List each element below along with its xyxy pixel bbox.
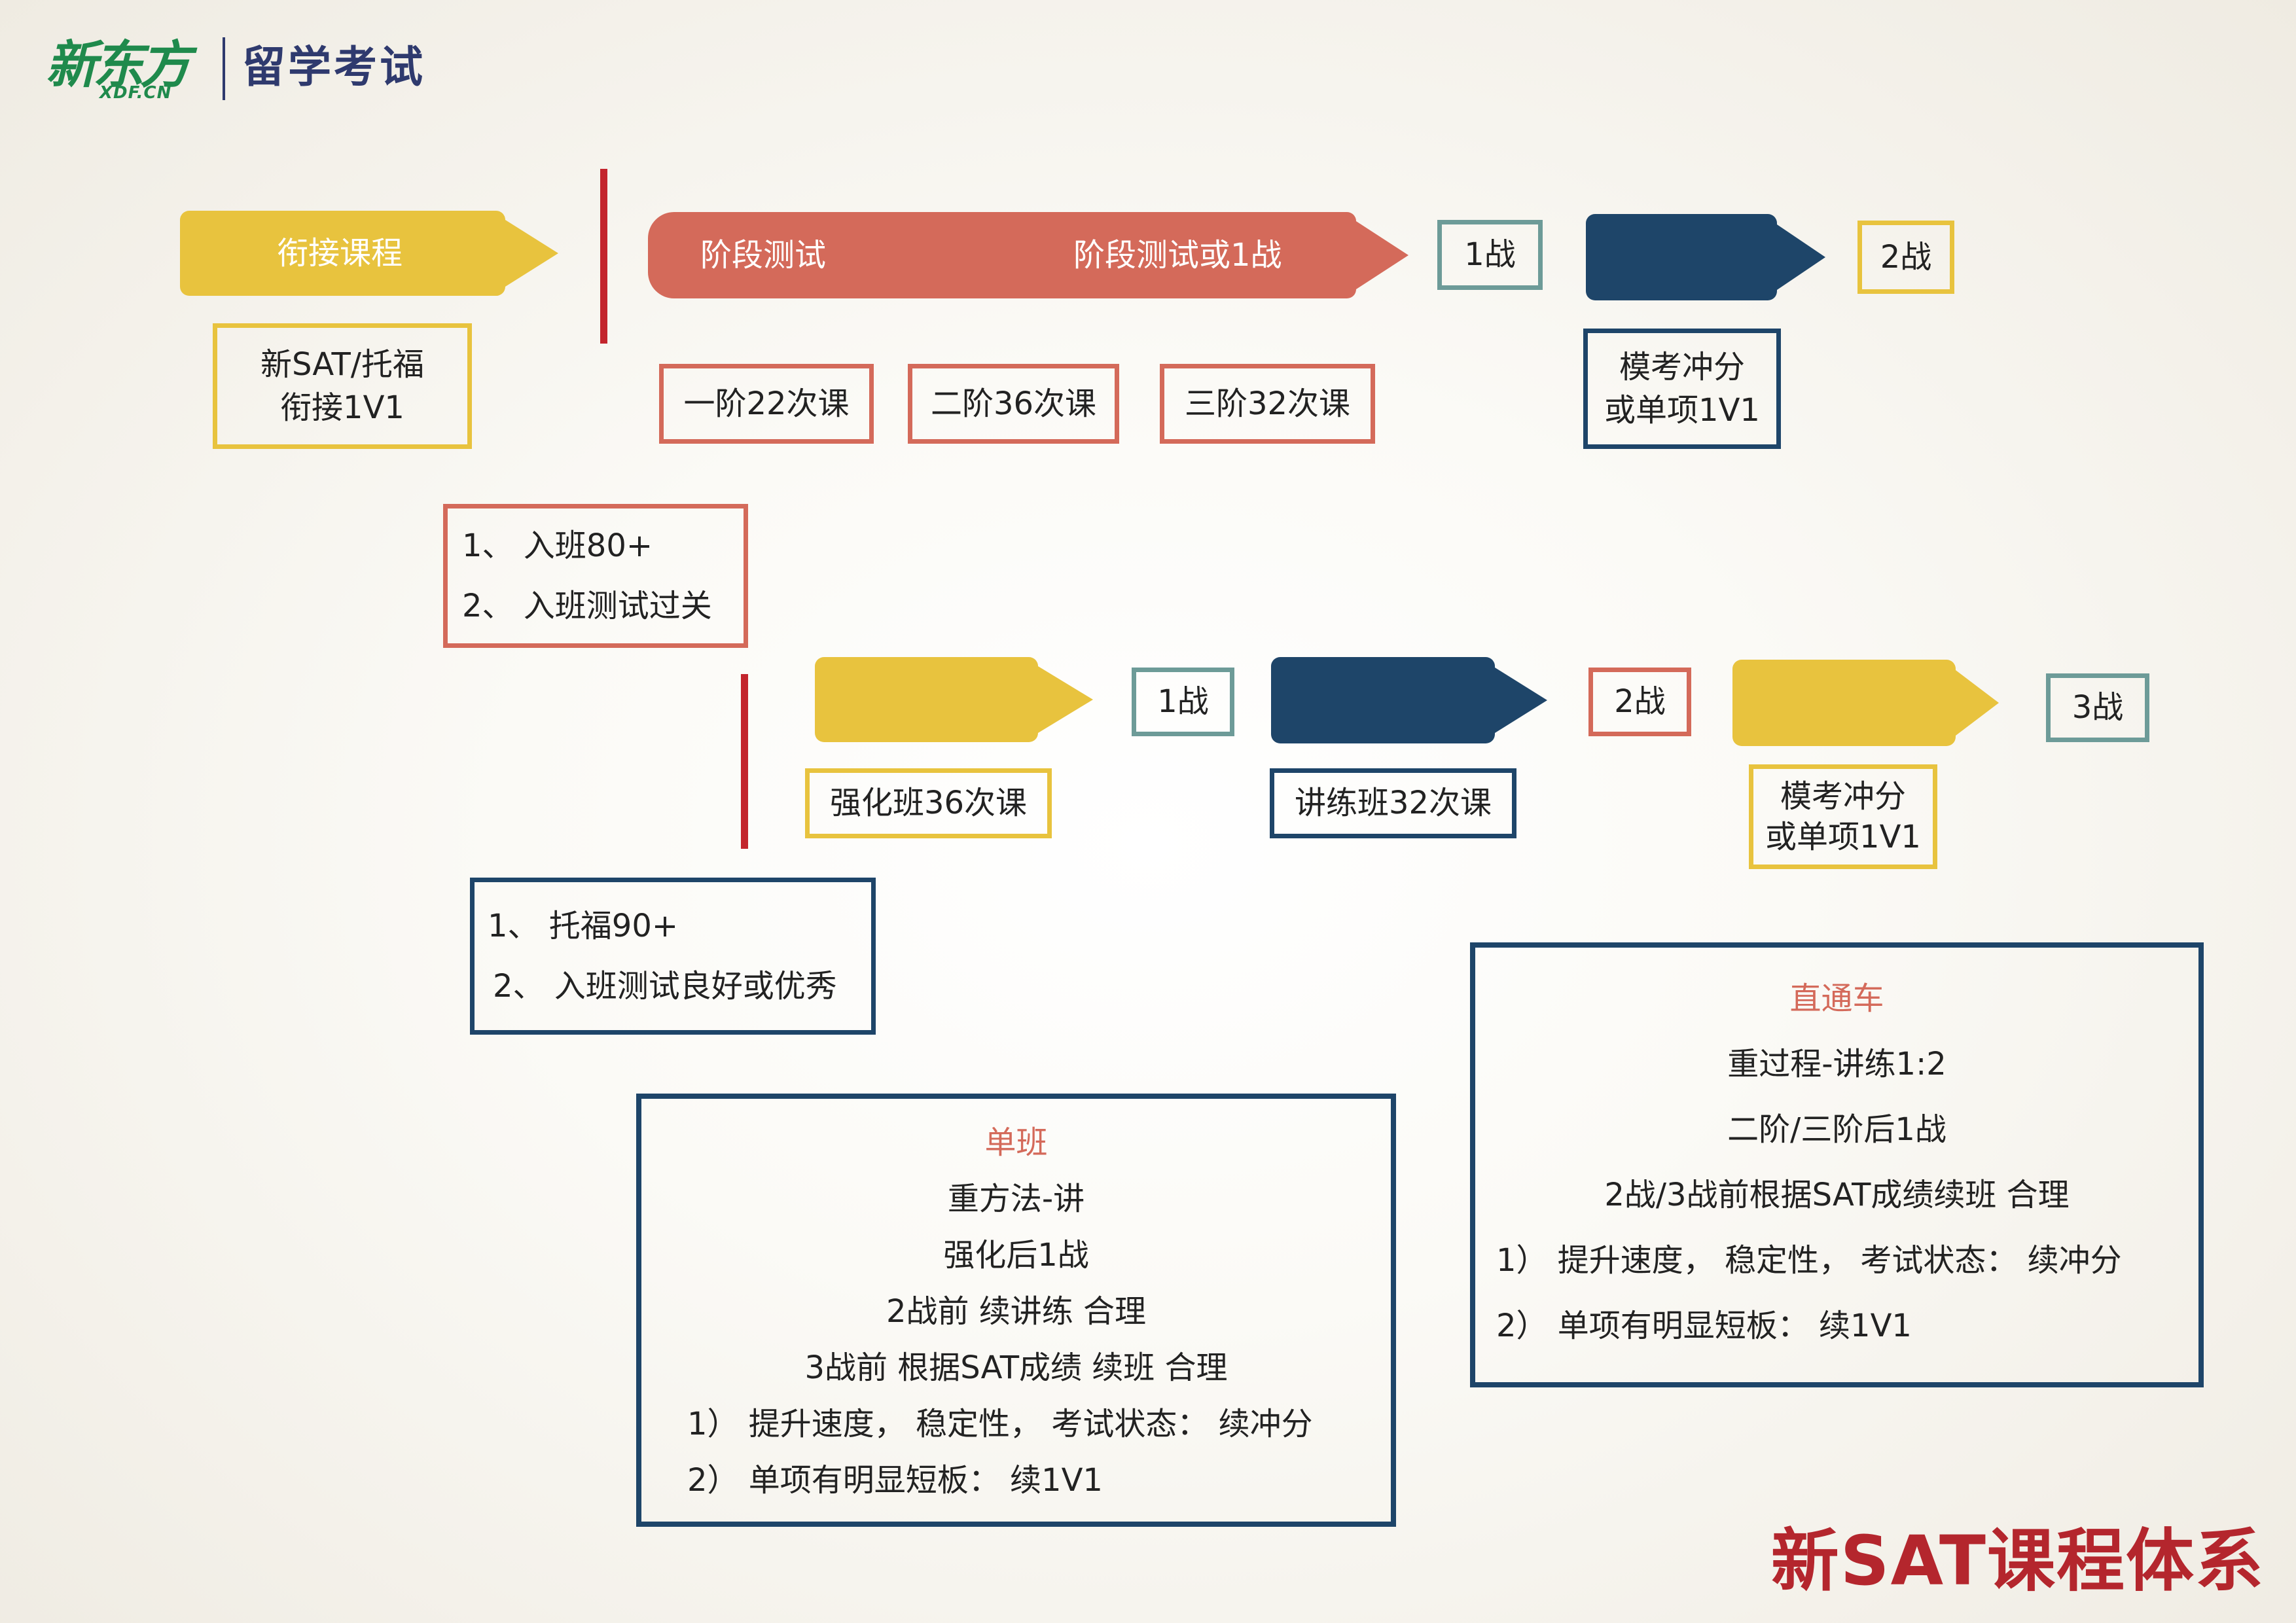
- stage-test-pencil: 阶段测试 阶段测试或1战: [648, 212, 1408, 298]
- stage1-box: 一阶22次课: [659, 364, 874, 444]
- stage-test-label: 阶段测试: [700, 237, 827, 274]
- single-class-line-2: 强化后1战: [943, 1237, 1089, 1274]
- stage3-box: 三阶32次课: [1160, 364, 1375, 444]
- logo-division-text: 留学考试: [242, 42, 425, 92]
- bridge-1v1-box: 新SAT/托福衔接1V1: [213, 323, 472, 449]
- single-class-panel: 单班 重方法-讲 强化后1战 2战前 续讲练 合理 3战前 根据SAT成绩 续班…: [636, 1094, 1396, 1527]
- row2-mock-box: 模考冲分或单项1V1: [1749, 764, 1937, 869]
- intensive-class-box: 强化班36次课: [805, 768, 1052, 838]
- row1-attempt2-label: 2战: [1880, 238, 1932, 276]
- single-class-line-4: 3战前 根据SAT成绩 续班 合理: [804, 1349, 1228, 1386]
- intensive-class-label: 强化班36次课: [829, 785, 1028, 822]
- single-class-sub-1: 1） 提升速度， 稳定性， 考试状态： 续冲分: [687, 1406, 1313, 1442]
- stage1-label: 一阶22次课: [683, 385, 850, 422]
- bridge-box-line-1: 新SAT/托福: [260, 346, 424, 383]
- express-sub-2: 2） 单项有明显短板： 续1V1: [1496, 1308, 1912, 1344]
- bridge-course-label: 衔接课程: [277, 235, 403, 272]
- xdf-logo-mark: 新东方 XDF.CN: [46, 29, 196, 108]
- entry1-line-1: 1、 入班80+: [462, 527, 653, 564]
- row2-attempt3-label: 3战: [2072, 689, 2124, 726]
- bridge-box-line-2: 衔接1V1: [280, 389, 404, 426]
- divider-line-row2: [741, 674, 748, 849]
- stage3-label: 三阶32次课: [1184, 385, 1351, 422]
- express-line-2: 二阶/三阶后1战: [1727, 1111, 1946, 1148]
- row1-mock-line-2: 或单项1V1: [1604, 392, 1760, 429]
- divider-line-row1: [600, 169, 607, 344]
- logo-brand-text: 新东方: [46, 36, 191, 95]
- single-class-line-3: 2战前 续讲练 合理: [886, 1293, 1147, 1330]
- mock-pencil-row1: [1586, 214, 1825, 300]
- practice-class-box: 讲练班32次课: [1270, 768, 1516, 838]
- row1-attempt1-label: 1战: [1464, 236, 1516, 274]
- row1-attempt2-box: 2战: [1857, 221, 1954, 294]
- intensive-pencil: [815, 657, 1093, 742]
- entry2-line-2: 2、 入班测试良好或优秀: [493, 968, 837, 1005]
- mock-pencil-row2: [1732, 660, 2016, 746]
- entry-requirements-standard: 1、 入班80+ 2、 入班测试过关: [443, 504, 748, 648]
- logo-divider: [223, 37, 225, 100]
- entry1-line-2: 2、 入班测试过关: [462, 588, 712, 624]
- single-class-sub-2: 2） 单项有明显短板： 续1V1: [687, 1462, 1103, 1499]
- bridge-course-pencil: 衔接课程: [180, 211, 558, 296]
- single-class-line-1: 重方法-讲: [947, 1181, 1085, 1217]
- entry-requirements-advanced: 1、 托福90+ 2、 入班测试良好或优秀: [470, 878, 876, 1035]
- row2-attempt2-label: 2战: [1614, 683, 1666, 721]
- row1-mock-box: 模考冲分或单项1V1: [1583, 329, 1781, 449]
- row2-mock-line-1: 模考冲分: [1780, 777, 1906, 815]
- row1-mock-line-1: 模考冲分: [1619, 348, 1745, 385]
- row2-attempt1-box: 1战: [1132, 668, 1234, 736]
- stage2-label: 二阶36次课: [930, 385, 1097, 422]
- row2-mock-line-2: 或单项1V1: [1765, 819, 1921, 855]
- page-footer-title: 新SAT课程体系: [1770, 1521, 2265, 1601]
- single-class-title: 单班: [984, 1124, 1048, 1161]
- stage2-box: 二阶36次课: [908, 364, 1119, 444]
- express-line-3: 2战/3战前根据SAT成绩续班 合理: [1604, 1177, 2070, 1213]
- stage-test-or-attempt-label: 阶段测试或1战: [1073, 237, 1282, 274]
- row2-attempt1-label: 1战: [1157, 683, 1209, 721]
- row1-attempt1-box: 1战: [1437, 220, 1543, 290]
- express-title: 直通车: [1789, 980, 1884, 1017]
- logo-domain-text: XDF.CN: [99, 83, 172, 103]
- row2-attempt3-box: 3战: [2046, 673, 2149, 742]
- row2-attempt2-box: 2战: [1588, 668, 1691, 736]
- express-sub-1: 1） 提升速度， 稳定性， 考试状态： 续冲分: [1496, 1242, 2122, 1279]
- express-panel: 直通车 重过程-讲练1:2 二阶/三阶后1战 2战/3战前根据SAT成绩续班 合…: [1470, 942, 2204, 1387]
- express-line-1: 重过程-讲练1:2: [1727, 1046, 1946, 1082]
- practice-pencil: [1271, 657, 1547, 743]
- practice-class-label: 讲练班32次课: [1294, 785, 1492, 822]
- entry2-line-1: 1、 托福90+: [488, 908, 679, 944]
